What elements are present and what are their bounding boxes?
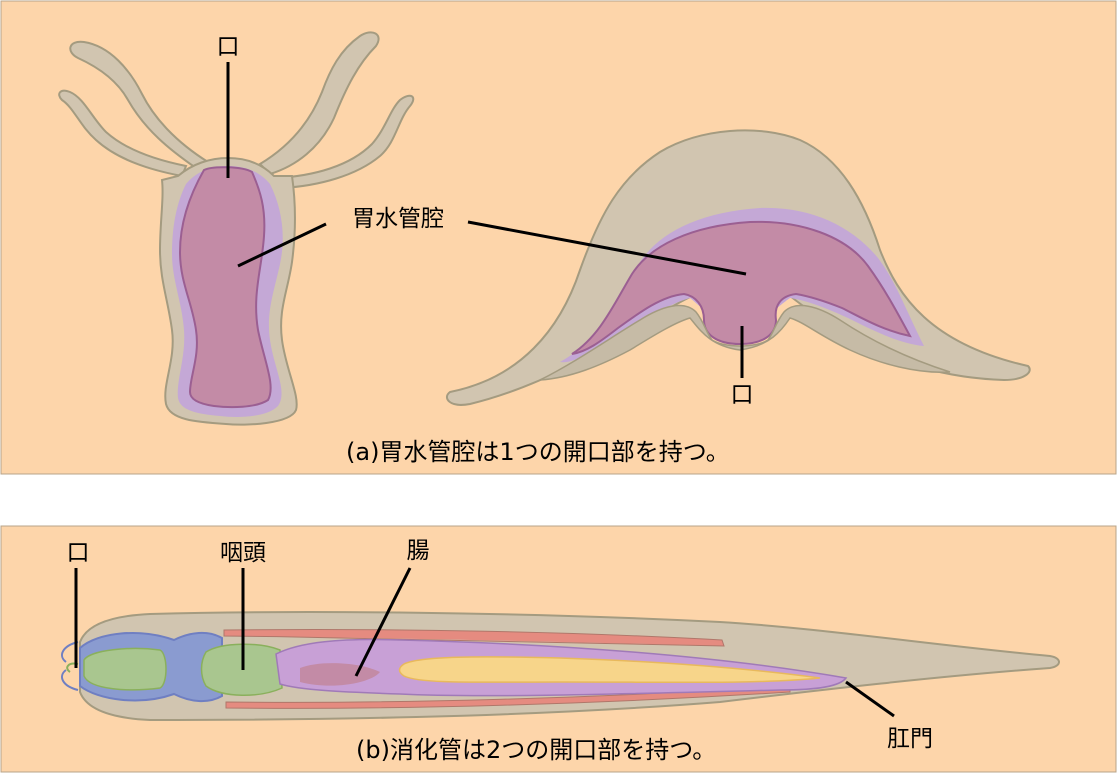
- hydra-tentacle: [69, 40, 211, 170]
- anus-label: 肛門: [887, 726, 933, 752]
- pharynx: [83, 647, 167, 691]
- muscle-strip: [225, 685, 791, 709]
- medusa-illustration: [445, 129, 1031, 406]
- hydra-mouth-label: 口: [217, 34, 240, 60]
- pharynx-label: 咽頭: [220, 540, 266, 566]
- mouth-lip: [61, 669, 79, 691]
- roundworm-illustration: [61, 611, 1060, 722]
- yolk-gland: [398, 656, 821, 684]
- panel-a-caption: (a)胃水管腔は1つの開口部を持つ。: [346, 438, 730, 466]
- panel-b: 口 咽頭 腸 肛門 (b)消化管は2つの開口部を持つ。: [0, 525, 1117, 773]
- hydra-illustration: [58, 31, 415, 426]
- medusa-subumbrella: [539, 304, 951, 381]
- mouth-label: 口: [67, 540, 90, 566]
- panel-a: 口 胃水管腔 口 (a)胃水管腔は1つの開口部を持つ。: [0, 0, 1117, 475]
- hydra-gastrovascular-cavity: [178, 166, 272, 409]
- mouth-lip: [61, 641, 79, 663]
- medusa-gastrovascular-cavity: [571, 220, 912, 355]
- medusa-mouth-label: 口: [731, 382, 754, 408]
- panel-a-labels: 口 胃水管腔 口 (a)胃水管腔は1つの開口部を持つ。: [217, 34, 754, 466]
- cavity-pointer-medusa: [467, 220, 747, 276]
- cavity-label: 胃水管腔: [352, 206, 444, 232]
- panel-b-labels: 口 咽頭 腸 肛門 (b)消化管は2つの開口部を持つ。: [67, 538, 934, 764]
- hydra-tentacle: [58, 89, 188, 178]
- cavity-pointer-hydra: [237, 222, 327, 268]
- intestine-pointer: [354, 567, 412, 677]
- hydra-tentacle: [258, 31, 380, 176]
- intestine-label: 腸: [407, 538, 430, 564]
- panel-b-caption: (b)消化管は2つの開口部を持つ。: [356, 736, 716, 764]
- anus-pointer: [845, 680, 895, 718]
